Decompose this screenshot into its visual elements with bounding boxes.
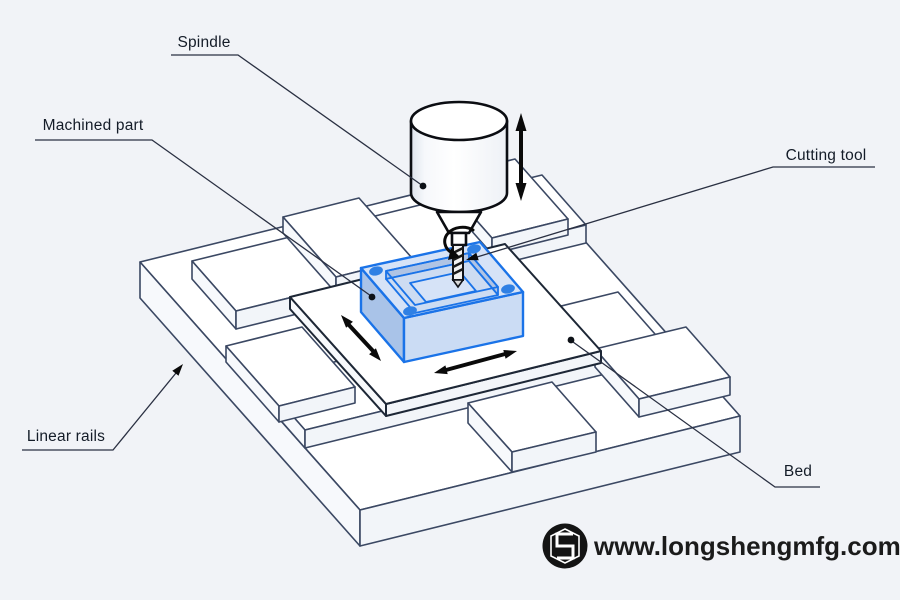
leader-bed	[567, 336, 820, 488]
watermark-url: www.longshengmfg.com	[593, 531, 900, 561]
leader-linear-rails	[22, 364, 183, 451]
tool-tip	[451, 279, 465, 289]
carriage-front-left	[225, 326, 356, 423]
bed-front-face	[359, 415, 741, 547]
label-machined-part: Machined part	[43, 117, 144, 134]
spindle-assembly	[409, 100, 509, 289]
machined-part	[359, 240, 525, 364]
tool-rotation-arrow	[443, 225, 475, 260]
part-hole	[403, 306, 417, 316]
label-bed: Bed	[784, 463, 812, 480]
watermark: www.longshengmfg.com	[542, 523, 900, 569]
label-spindle: Spindle	[177, 34, 230, 51]
spindle-top	[409, 100, 509, 142]
carriage-front-right	[467, 381, 597, 473]
linear-rail-right-segment	[594, 326, 731, 418]
carriage-front	[511, 431, 597, 473]
leader-spindle	[171, 54, 427, 190]
part-hole	[369, 266, 383, 276]
part-hole	[467, 244, 481, 254]
label-linear-rails: Linear rails	[27, 428, 105, 445]
part-hole	[501, 284, 515, 294]
tool-holder	[450, 231, 468, 247]
longsheng-logo-icon	[542, 523, 588, 569]
carriage-front	[278, 386, 356, 423]
cutting-tool	[451, 244, 465, 289]
y-axis-arrow	[341, 315, 381, 361]
z-axis-arrow	[515, 113, 527, 201]
pocket-rim	[385, 252, 499, 306]
x-axis-arrow	[434, 350, 517, 375]
leader-machined-part	[35, 139, 376, 301]
leader-cutting-tool	[466, 166, 875, 261]
label-cutting-tool: Cutting tool	[786, 147, 867, 164]
rail-front	[638, 376, 731, 418]
